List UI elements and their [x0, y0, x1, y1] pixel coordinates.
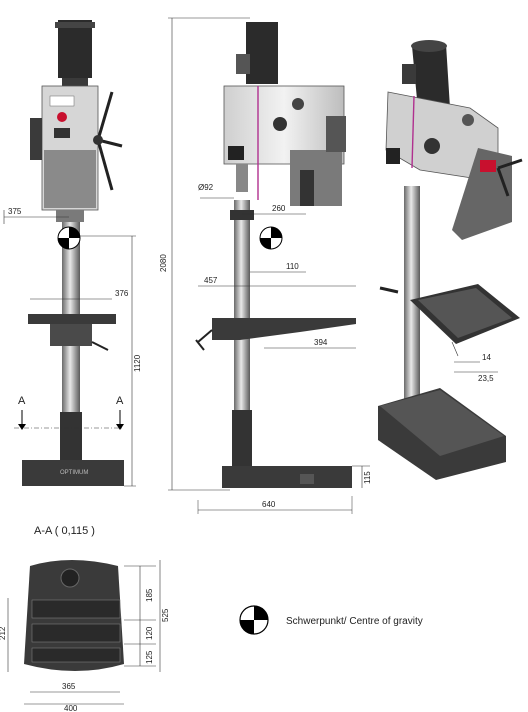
section-marker-right: A [116, 395, 124, 407]
side-cog-symbol [259, 226, 283, 250]
section-view: A-A ( 0,115 ) 185 120 125 525 212 365 40… [0, 525, 170, 712]
front-table [28, 314, 116, 324]
dim-partial: 212 [0, 626, 7, 640]
dim-260: 260 [272, 204, 286, 213]
dim-376: 376 [115, 289, 129, 298]
dim-640: 640 [262, 500, 276, 509]
section-title: A-A ( 0,115 ) [34, 525, 95, 537]
dim-125: 125 [145, 650, 154, 664]
front-view: OPTIMUM 375 376 1120 A A [3, 20, 142, 487]
section-marker-left: A [18, 395, 26, 407]
front-cog-symbol [57, 226, 81, 250]
iso-column [404, 186, 420, 406]
front-base [22, 460, 124, 486]
iso-motor [412, 44, 450, 110]
dim-2080: 2080 [159, 254, 168, 272]
legend-cog-symbol [239, 605, 269, 635]
dim-110: 110 [286, 262, 299, 271]
legend: Schwerpunkt/ Centre of gravity [239, 605, 423, 635]
legend-text: Schwerpunkt/ Centre of gravity [286, 616, 423, 627]
side-base [222, 466, 352, 488]
dim-1120: 1120 [133, 354, 142, 372]
dim-115: 115 [363, 471, 372, 484]
dim-375: 375 [8, 207, 22, 216]
dim-365: 365 [62, 682, 76, 691]
front-motor [58, 20, 92, 78]
side-table [212, 318, 356, 340]
iso-view: 14 23,5 [378, 40, 523, 480]
dim-457: 457 [204, 276, 218, 285]
dim-525: 525 [161, 608, 170, 622]
dim-14: 14 [482, 353, 491, 362]
base-brand-label: OPTIMUM [60, 470, 88, 476]
dim-120: 120 [145, 626, 154, 640]
dim-185: 185 [145, 588, 154, 602]
side-motor [246, 22, 278, 84]
dim-23-5: 23,5 [478, 374, 494, 383]
dim-92: Ø92 [198, 183, 214, 192]
dim-394: 394 [314, 338, 328, 347]
side-view: 2080 Ø92 260 110 45 [159, 17, 372, 514]
dim-400: 400 [64, 704, 78, 712]
side-column [234, 200, 250, 410]
